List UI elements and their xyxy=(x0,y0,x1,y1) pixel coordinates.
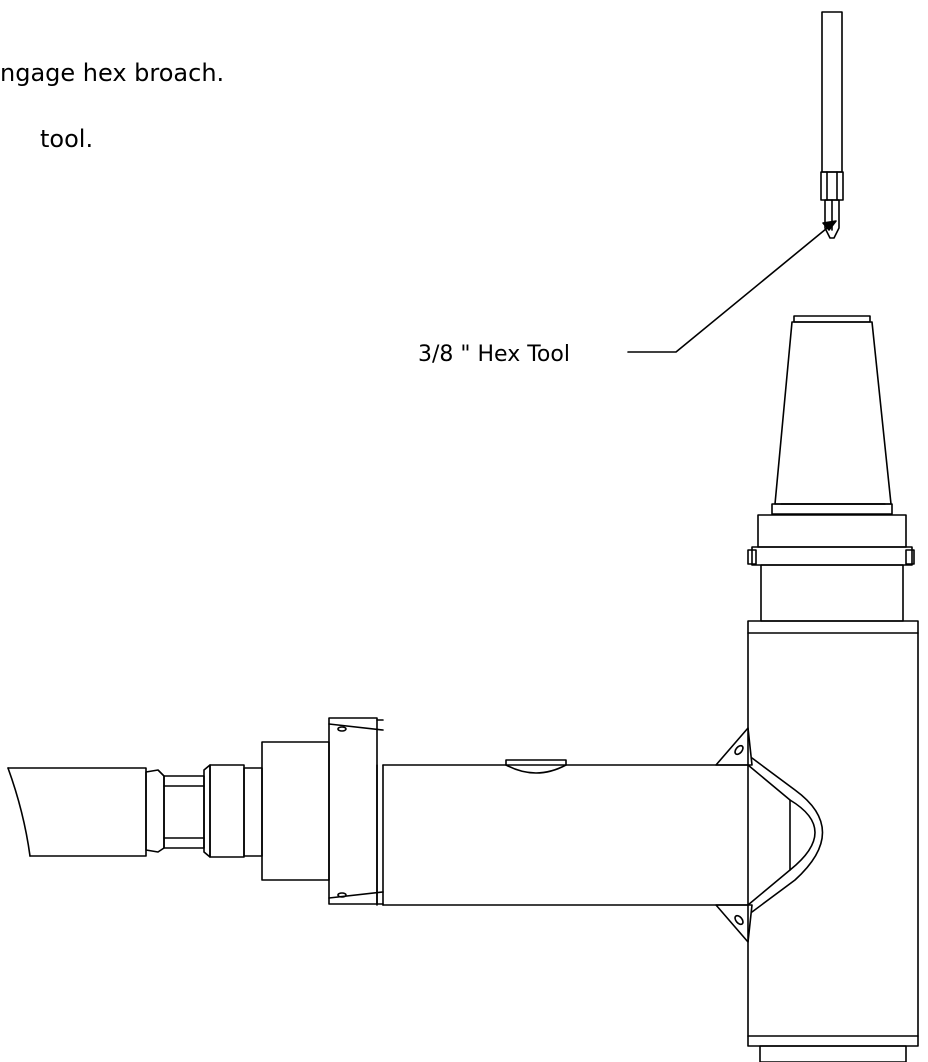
gusset-bottom xyxy=(715,904,753,943)
housing-tube xyxy=(747,620,919,1047)
flex-hose xyxy=(7,767,147,857)
vertical-housing xyxy=(747,315,919,1062)
housing-base xyxy=(759,1045,907,1062)
hex-tool-tip xyxy=(824,199,840,239)
top-flange xyxy=(757,514,907,548)
callout-leader xyxy=(627,220,837,353)
flange-ring xyxy=(751,546,913,566)
housing-neck xyxy=(760,564,904,622)
hex-tool-shaft xyxy=(821,11,843,173)
horizontal-duct xyxy=(376,727,824,943)
bolt-hole-top xyxy=(337,726,347,732)
tapered-cone xyxy=(774,321,892,505)
instruction-text: ngage hex broach. tool. xyxy=(0,18,224,194)
hex-tool-callout-label: 3/8 " Hex Tool xyxy=(418,342,570,367)
flange-plate xyxy=(328,717,378,905)
hex-tool-collar xyxy=(820,171,844,201)
gusset-top xyxy=(715,727,753,766)
bolt-hole-bottom xyxy=(337,892,347,898)
top-port xyxy=(505,759,567,766)
hex-tool xyxy=(820,11,844,239)
cone-cap xyxy=(793,315,871,323)
duct-end-flange xyxy=(328,717,384,905)
leader-arrowhead xyxy=(822,220,837,231)
instruction-line-1: ngage hex broach. xyxy=(0,59,225,87)
instruction-line-2: tool. xyxy=(40,125,94,153)
saddle-joint xyxy=(747,764,816,906)
reducer-adapter xyxy=(7,741,330,881)
adapter-collar xyxy=(261,741,330,881)
